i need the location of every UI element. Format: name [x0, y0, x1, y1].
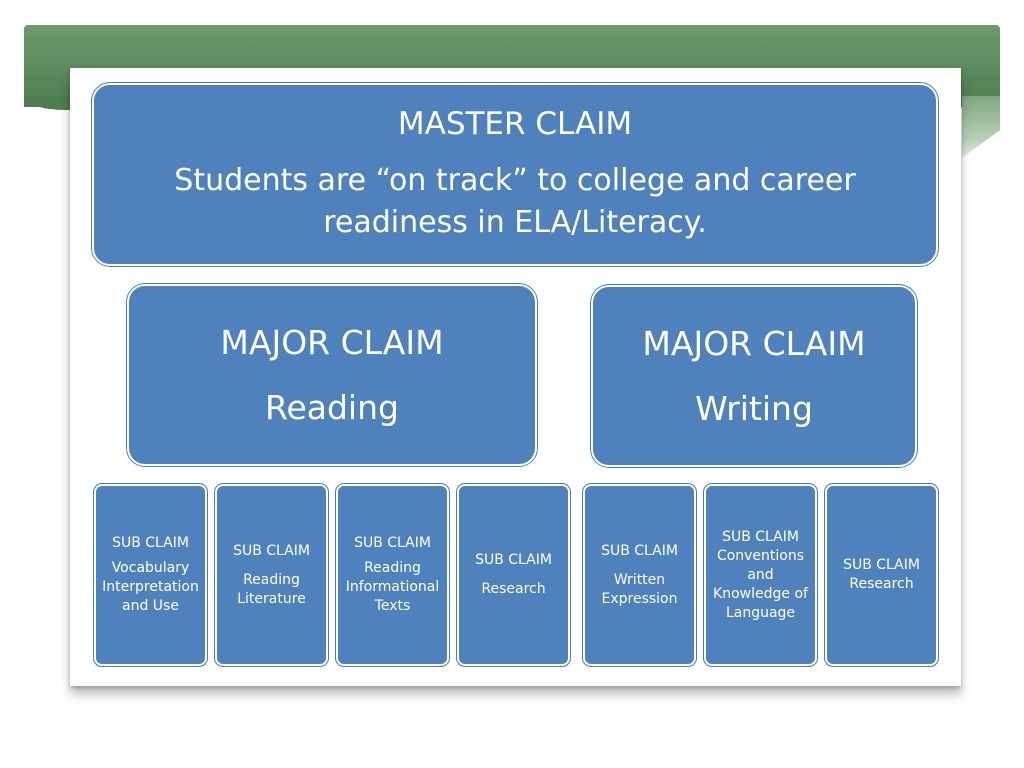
major-claim-subject: Writing [695, 389, 813, 428]
sub-claim-title: SUB CLAIM [354, 535, 431, 551]
sub-claim-title: SUB CLAIM [722, 528, 799, 545]
sub-claim-title: SUB CLAIM [112, 535, 189, 551]
sub-claim-title: SUB CLAIM [475, 552, 552, 568]
sub-claim-title: SUB CLAIM [601, 542, 678, 559]
sub-claim-conventions-box: SUB CLAIM Conventions and Knowledge of L… [704, 484, 817, 666]
master-claim-description: Students are “on track” to college and c… [174, 162, 856, 240]
sub-claim-text: Vocabulary Interpretation and Use [102, 560, 199, 614]
master-claim-box: MASTER CLAIM Students are “on track” to … [92, 83, 938, 266]
major-claim-title: MAJOR CLAIM [220, 323, 444, 362]
sub-claim-research-writing-box: SUB CLAIM Research [825, 484, 938, 666]
sub-claim-reading-informational-box: SUB CLAIM Reading Informational Texts [336, 484, 449, 666]
major-claim-reading-box: MAJOR CLAIM Reading [127, 284, 537, 466]
sub-claim-written-expression-box: SUB CLAIM Written Expression [583, 484, 696, 666]
sub-claim-text: Research [849, 576, 914, 592]
major-claim-subject: Reading [265, 388, 399, 427]
major-claim-title: MAJOR CLAIM [642, 324, 866, 363]
sub-claim-text: Reading Informational Texts [345, 560, 440, 614]
sub-claim-reading-literature-box: SUB CLAIM Reading Literature [215, 484, 328, 666]
sub-claim-title: SUB CLAIM [233, 542, 310, 559]
master-claim-title: MASTER CLAIM [397, 105, 633, 142]
sub-claim-text: Conventions and Knowledge of Language [713, 547, 808, 621]
sub-claim-vocabulary-box: SUB CLAIM Vocabulary Interpretation and … [94, 484, 207, 666]
sub-claim-text: Reading Literature [237, 571, 306, 607]
sub-claim-text: Research [481, 581, 546, 597]
sub-claim-text: Written Expression [601, 571, 678, 607]
major-claim-writing-box: MAJOR CLAIM Writing [591, 285, 917, 467]
banner-right-tab [962, 96, 1000, 158]
sub-claim-research-reading-box: SUB CLAIM Research [457, 484, 570, 666]
banner-left-curl [24, 96, 70, 110]
sub-claim-title: SUB CLAIM [843, 557, 920, 573]
